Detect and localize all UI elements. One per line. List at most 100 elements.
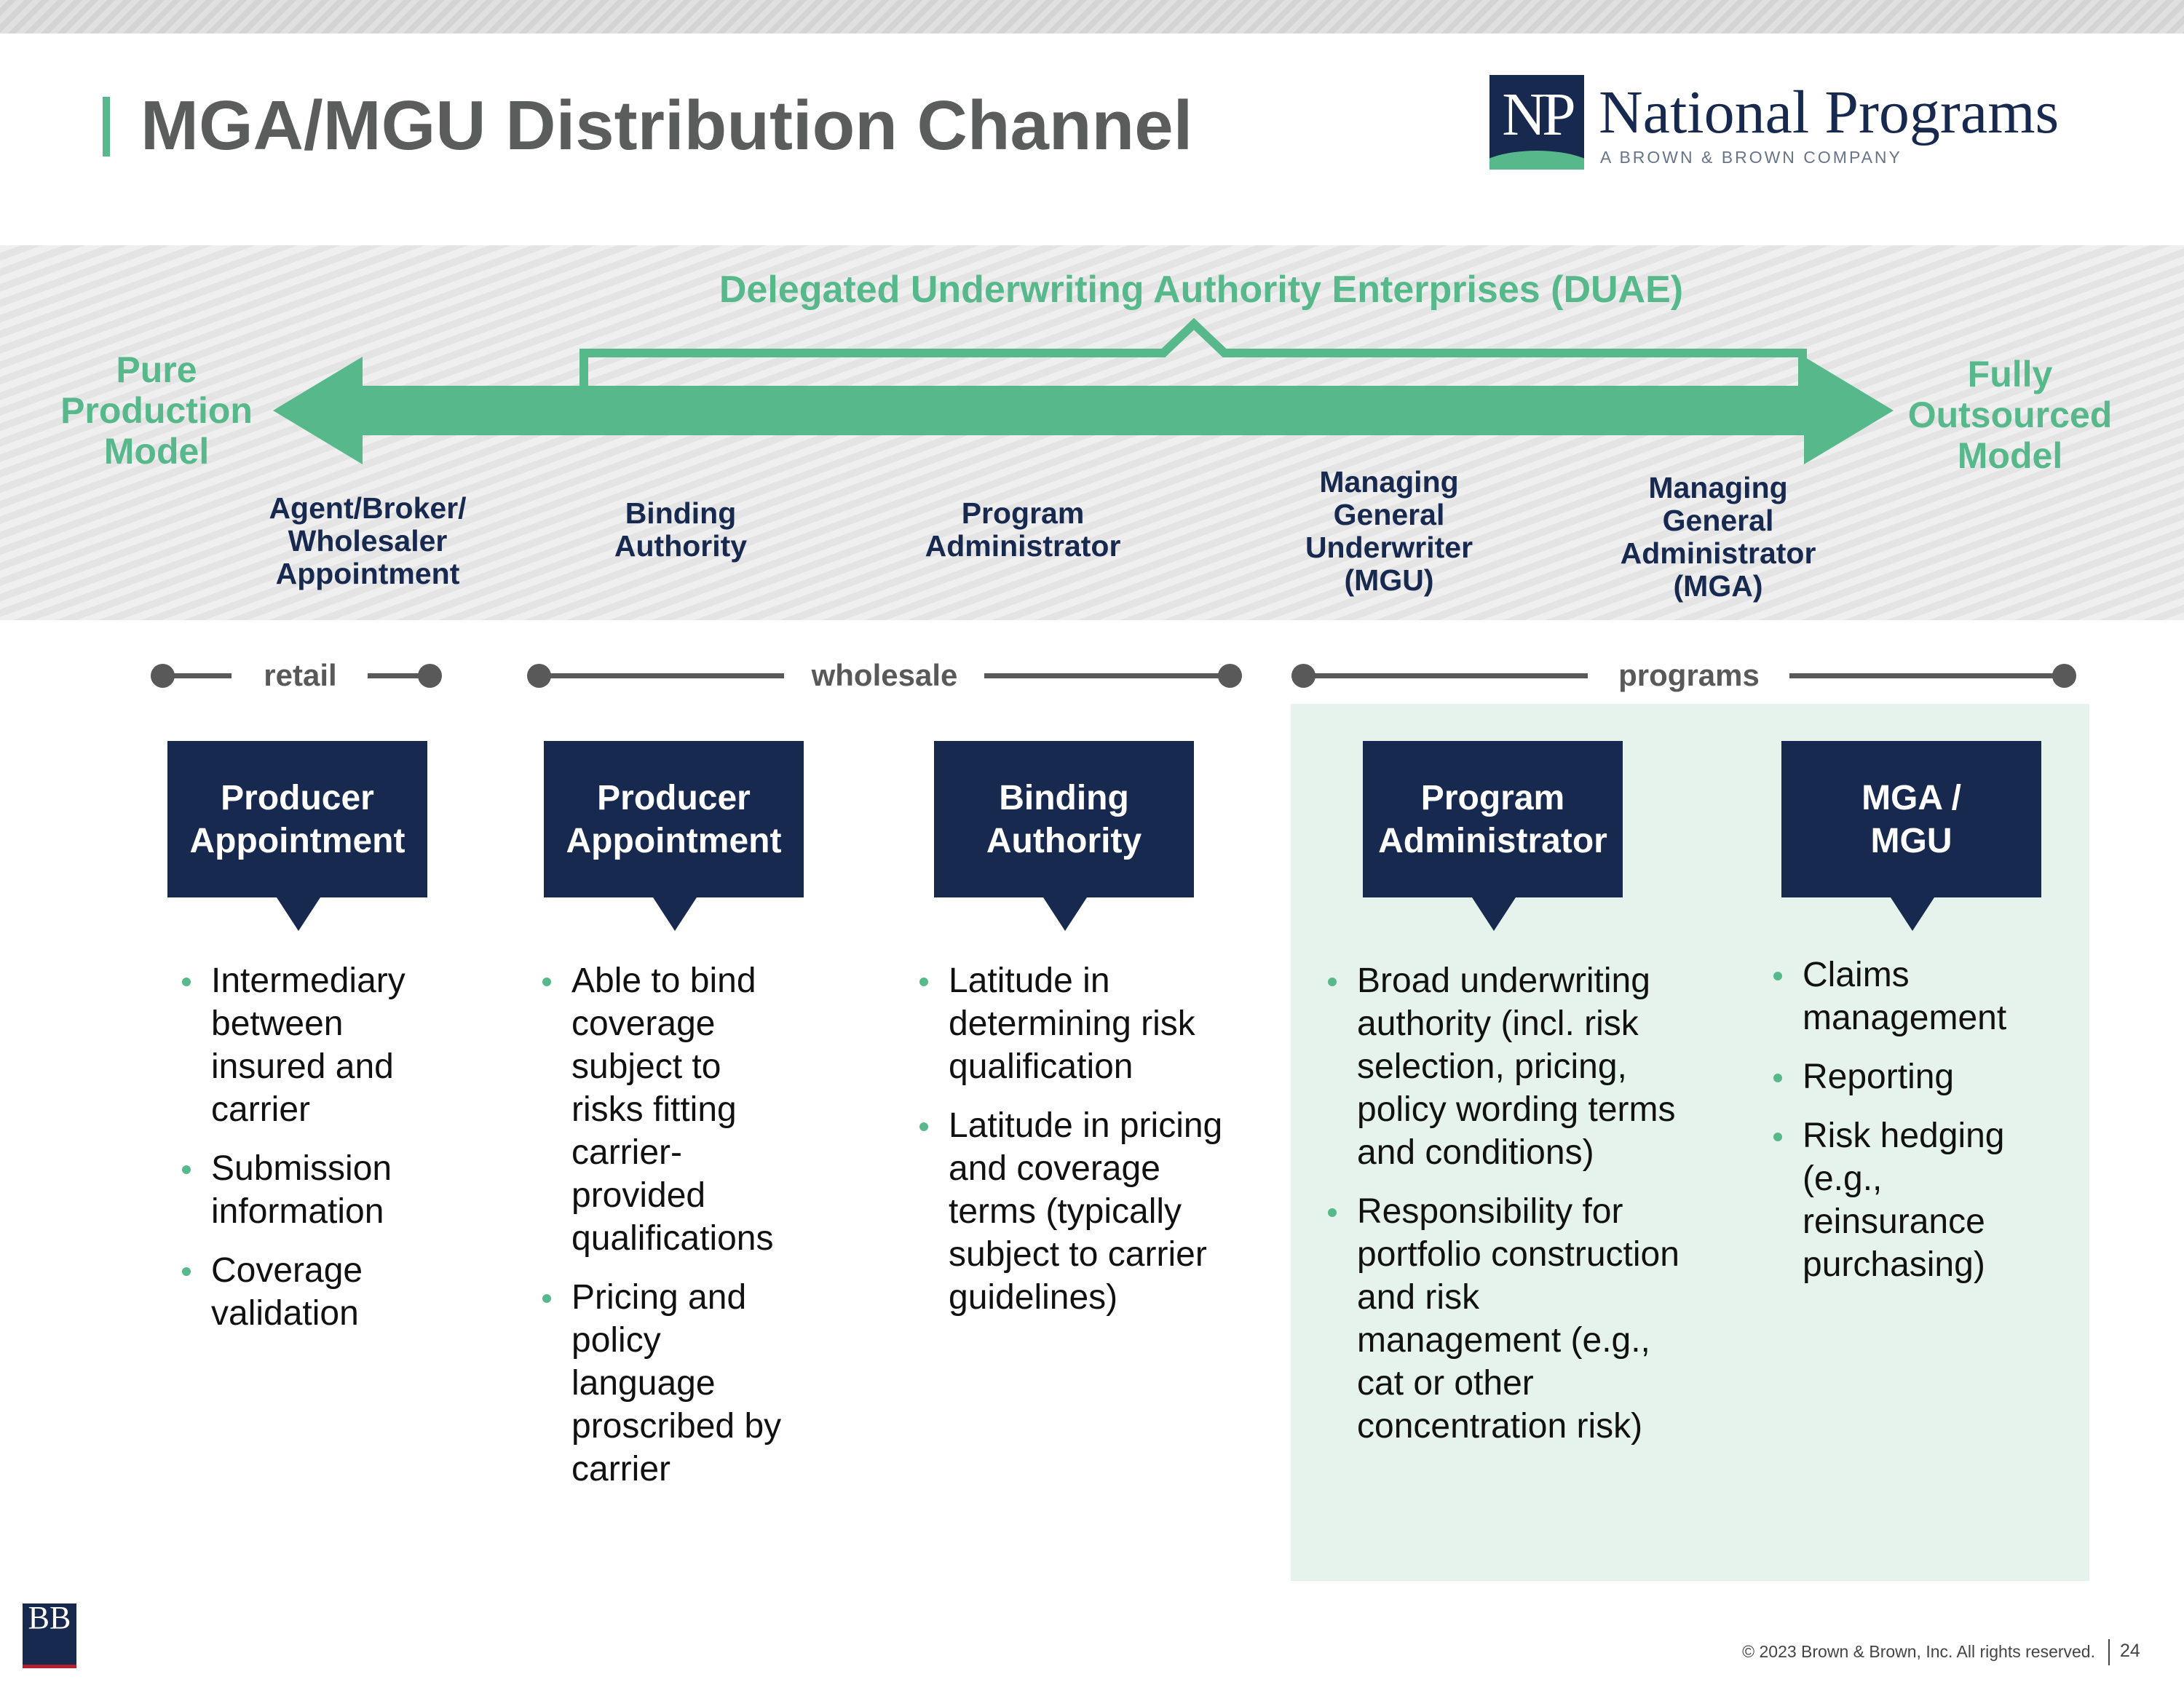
programs-line-right <box>1789 673 2064 678</box>
bullet-item: Broad underwriting authority (incl. risk… <box>1326 959 1679 1174</box>
top-stripe <box>0 0 2184 33</box>
program-administrator-bullets: Broad underwriting authority (incl. risk… <box>1326 959 1679 1464</box>
box-line: Producer <box>597 778 751 817</box>
wholesale-label: wholesale <box>811 658 958 692</box>
stage-line: Administrator <box>925 529 1121 563</box>
box-pointer <box>653 897 697 931</box>
stage-line: (MGU) <box>1344 563 1434 597</box>
mga-mgu-box: MGA / MGU <box>1781 741 2041 931</box>
end-label-line: Model <box>1957 435 2063 476</box>
wholesale-line-left <box>539 673 784 678</box>
page-number: 24 <box>2120 1641 2140 1661</box>
box-line: Program <box>1420 778 1565 817</box>
wholesale-line-right <box>984 673 1230 678</box>
bullet-item: Latitude in pricing and coverage terms (… <box>918 1104 1238 1319</box>
box-text: MGA / MGU <box>1861 777 1961 863</box>
logo-initials: NP <box>1502 81 1575 148</box>
bullet-item: Able to bind coverage subject to risks f… <box>541 959 799 1260</box>
box-pointer <box>1472 897 1516 931</box>
fully-outsourced-model-label: Fully Outsourced Model <box>1893 354 2127 476</box>
spectrum-arrow-graphic <box>273 317 1894 464</box>
bullet-item: Reporting <box>1772 1055 2056 1098</box>
stage-line: Administrator <box>1620 536 1816 570</box>
producer-appointment-wholesale-bullets: Able to bind coverage subject to risks f… <box>541 959 799 1507</box>
end-label-line: Production <box>60 390 253 431</box>
box-line: Authority <box>986 821 1142 860</box>
bullet-item: Responsibility for portfolio constructio… <box>1326 1190 1679 1448</box>
stage-line: General <box>1333 498 1445 531</box>
logo-swoosh <box>1489 151 1584 170</box>
box-line: Producer <box>221 778 374 817</box>
stage-binding-authority: Binding Authority <box>571 497 790 563</box>
retail-label: retail <box>264 658 337 692</box>
stage-line: Binding <box>625 496 737 530</box>
np-logo-mark: NP <box>1489 75 1584 170</box>
box-line: Appointment <box>189 821 405 860</box>
binding-authority-bullets: Latitude in determining risk qualificati… <box>918 959 1238 1335</box>
box-line: Binding <box>999 778 1129 817</box>
stage-line: (MGA) <box>1673 569 1763 603</box>
bullet-item: Claims management <box>1772 953 2056 1039</box>
box-line: MGU <box>1870 821 1952 860</box>
retail-start-dot <box>151 664 175 688</box>
duae-heading: Delegated Underwriting Authority Enterpr… <box>719 269 1684 311</box>
end-label-line: Model <box>103 431 210 472</box>
box-pointer <box>1891 897 1934 931</box>
national-programs-logo: NP National Programs A BROWN & BROWN COM… <box>1489 75 2086 177</box>
stage-line: Authority <box>614 529 748 563</box>
wholesale-start-dot <box>527 664 551 688</box>
box-pointer <box>1043 897 1087 931</box>
pure-production-model-label: Pure Production Model <box>36 349 277 472</box>
box-line: Administrator <box>1378 821 1607 860</box>
bullet-item: Submission information <box>181 1147 428 1233</box>
spectrum-band <box>0 245 2184 620</box>
end-label-line: Pure <box>116 349 197 390</box>
bullet-item: Intermediary between insured and carrier <box>181 959 428 1131</box>
stage-line: Wholesaler <box>288 524 448 558</box>
stage-line: Managing <box>1648 471 1788 504</box>
stage-line: Underwriter <box>1305 531 1473 564</box>
programs-line-left <box>1303 673 1588 678</box>
programs-label: programs <box>1618 658 1760 692</box>
footer-divider <box>2108 1639 2110 1665</box>
bullet-item: Pricing and policy language proscribed b… <box>541 1276 799 1491</box>
retail-end-dot <box>418 664 442 688</box>
end-label-line: Outsourced <box>1907 395 2113 435</box>
box-pointer <box>277 897 320 931</box>
wholesale-end-dot <box>1218 664 1242 688</box>
stage-agent-broker-wholesaler: Agent/Broker/ Wholesaler Appointment <box>240 492 495 590</box>
duae-bracket <box>579 317 1807 386</box>
page-title: MGA/MGU Distribution Channel <box>141 87 1193 164</box>
bullet-item: Coverage validation <box>181 1249 428 1335</box>
stage-program-administrator: Program Administrator <box>903 497 1143 563</box>
logo-name: National Programs <box>1599 79 2060 146</box>
stage-mga: Managing General Administrator (MGA) <box>1594 472 1842 603</box>
box-line: Appointment <box>566 821 782 860</box>
stage-line: Managing <box>1319 465 1459 499</box>
stage-line: General <box>1662 504 1774 537</box>
mga-mgu-bullets: Claims management Reporting Risk hedging… <box>1772 953 2056 1302</box>
programs-start-dot <box>1291 664 1315 688</box>
end-label-line: Fully <box>1967 354 2053 395</box>
programs-end-dot <box>2052 664 2076 688</box>
title-accent-bar <box>103 97 110 156</box>
retail-line-right <box>368 673 430 678</box>
copyright-text: © 2023 Brown & Brown, Inc. All rights re… <box>1742 1642 2095 1661</box>
stage-line: Agent/Broker/ <box>269 491 467 525</box>
retail-line-left <box>162 673 232 678</box>
stage-line: Appointment <box>275 557 460 590</box>
stage-mgu: Managing General Underwriter (MGU) <box>1280 466 1498 597</box>
bullet-item: Latitude in determining risk qualificati… <box>918 959 1238 1088</box>
producer-appointment-retail-bullets: Intermediary between insured and carrier… <box>181 959 428 1351</box>
logo-subtitle: A BROWN & BROWN COMPANY <box>1600 148 1902 167</box>
box-line: MGA / <box>1861 778 1961 817</box>
double-arrow <box>273 357 1894 464</box>
